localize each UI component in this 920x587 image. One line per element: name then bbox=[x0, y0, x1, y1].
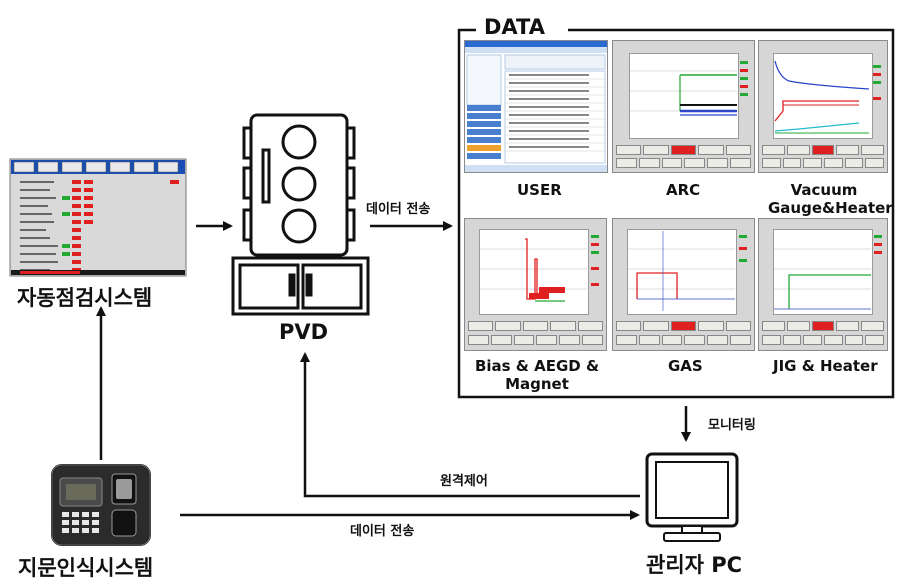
data-box-title: DATA bbox=[484, 15, 546, 39]
pvd-machine bbox=[231, 113, 370, 316]
panel-vacuum bbox=[758, 40, 888, 173]
auto-inspection-label: 자동점검시스템 bbox=[17, 286, 153, 310]
data-title-gap bbox=[476, 22, 568, 38]
arrow-pc-to-pvd bbox=[300, 352, 640, 498]
data-box-border bbox=[457, 28, 895, 399]
auto-inspection-screen bbox=[9, 158, 187, 277]
panel-vacuum-label: Vacuum Gauge&Heater bbox=[768, 181, 893, 217]
pvd-label: PVD bbox=[279, 320, 329, 344]
panel-jig-label: JIG & Heater bbox=[773, 357, 878, 375]
admin-pc-monitor bbox=[645, 452, 739, 542]
fp-to-pc-label: 데이터 전송 bbox=[350, 524, 415, 539]
admin-pc-label: 관리자 PC bbox=[646, 553, 743, 577]
panel-jig bbox=[758, 218, 888, 351]
panel-vacuum-label-text: Vacuum Gauge&Heater bbox=[768, 181, 893, 217]
panel-user-label: USER bbox=[517, 181, 562, 199]
panel-arc-label: ARC bbox=[666, 181, 701, 199]
fingerprint-label: 지문인식시스템 bbox=[18, 556, 154, 580]
fingerprint-device bbox=[51, 464, 151, 546]
panel-bias-label: Bias & AEGD & Magnet bbox=[464, 357, 610, 393]
monitoring-label: 모니터링 bbox=[708, 418, 756, 433]
panel-arc bbox=[612, 40, 755, 173]
panel-bias bbox=[464, 218, 607, 351]
panel-bias-label-text: Bias & AEGD & Magnet bbox=[474, 357, 600, 393]
panel-gas-label: GAS bbox=[668, 357, 703, 375]
remote-control-label: 원격제어 bbox=[440, 474, 488, 489]
panel-gas bbox=[612, 218, 755, 351]
panel-user bbox=[464, 40, 608, 173]
pvd-to-data-label: 데이터 전송 bbox=[366, 202, 431, 217]
